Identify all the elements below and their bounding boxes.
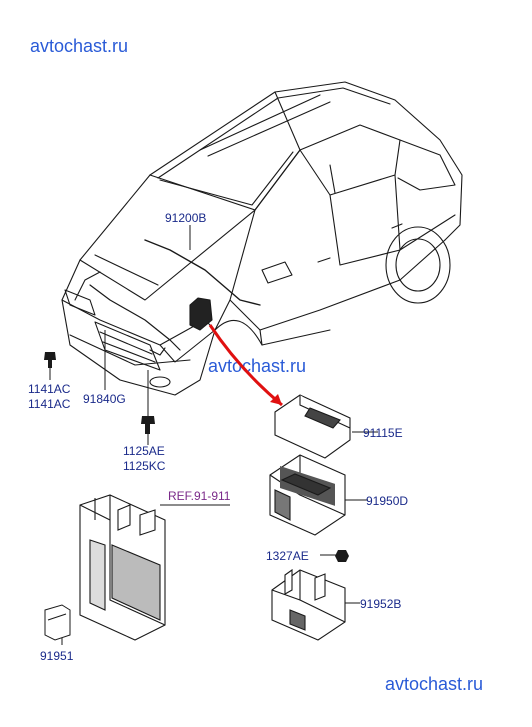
vehicle-illustration xyxy=(61,81,463,396)
watermark-bottom: avtochast.ru xyxy=(385,674,483,694)
cover-91115e xyxy=(274,394,351,459)
label-1141ac-a: 1141AC xyxy=(28,382,71,396)
screw-1141ac xyxy=(44,352,56,368)
watermark-middle: avtochast.ru xyxy=(208,356,306,376)
label-91950d: 91950D xyxy=(366,494,408,508)
label-1327ae: 1327AE xyxy=(266,549,309,563)
label-1125ae: 1125AE xyxy=(123,444,165,458)
junction-block-91951 xyxy=(79,494,166,641)
bolt-1125ae xyxy=(141,416,155,434)
label-1125kc: 1125KC xyxy=(123,459,166,473)
nut-1327ae xyxy=(335,550,349,562)
lower-box-91952b xyxy=(271,568,346,641)
label-91115e: 91115E xyxy=(363,426,403,440)
label-91952b: 91952B xyxy=(360,597,401,611)
label-91951: 91951 xyxy=(40,649,74,663)
relay-box-91950d xyxy=(269,454,346,536)
red-arrow-indicator xyxy=(208,324,283,407)
label-1141ac-b: 1141AC xyxy=(28,397,71,411)
label-ref-91-911: REF.91-911 xyxy=(168,489,231,503)
label-91840g: 91840G xyxy=(83,392,126,406)
watermark-top: avtochast.ru xyxy=(30,36,128,56)
label-91200b: 91200B xyxy=(165,211,206,225)
bracket-91951 xyxy=(44,604,71,641)
